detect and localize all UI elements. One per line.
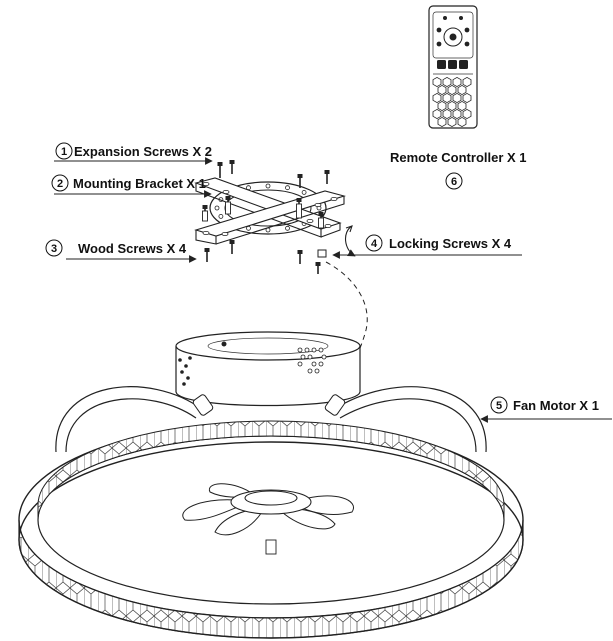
ceiling-fan-icon (18, 331, 524, 639)
remote-control-icon (428, 5, 478, 129)
svg-text:6: 6 (451, 176, 457, 188)
svg-text:1: 1 (61, 146, 67, 158)
rotate-arrow-tail (345, 225, 353, 233)
svg-text:Wood Screws X 4: Wood Screws X 4 (78, 241, 187, 256)
svg-text:Expansion Screws X 2: Expansion Screws X 2 (74, 144, 212, 159)
svg-text:Fan Motor X 1: Fan Motor X 1 (513, 398, 599, 413)
mounting-bracket-icon (194, 160, 346, 245)
svg-text:3: 3 (51, 243, 57, 255)
screw-icons (202, 162, 327, 274)
svg-text:5: 5 (496, 400, 502, 412)
svg-text:2: 2 (57, 178, 63, 190)
svg-text:Remote Controller X 1: Remote Controller X 1 (390, 150, 527, 165)
svg-text:Locking Screws X 4: Locking Screws X 4 (389, 236, 512, 251)
part-label-4: 4 Locking Screws X 4 (332, 234, 522, 259)
part-label-2: 2 Mounting Bracket X 1 (51, 174, 212, 198)
part-label-5: 5 Fan Motor X 1 (480, 396, 612, 423)
svg-text:4: 4 (371, 238, 378, 250)
part-label-1: 1 Expansion Screws X 2 (54, 142, 213, 165)
rotate-arrow-icon (345, 225, 356, 257)
part-label-6: Remote Controller X 1 6 (390, 150, 527, 190)
svg-text:Mounting Bracket X 1: Mounting Bracket X 1 (73, 176, 206, 191)
part-label-3: 3 Wood Screws X 4 (45, 239, 197, 263)
